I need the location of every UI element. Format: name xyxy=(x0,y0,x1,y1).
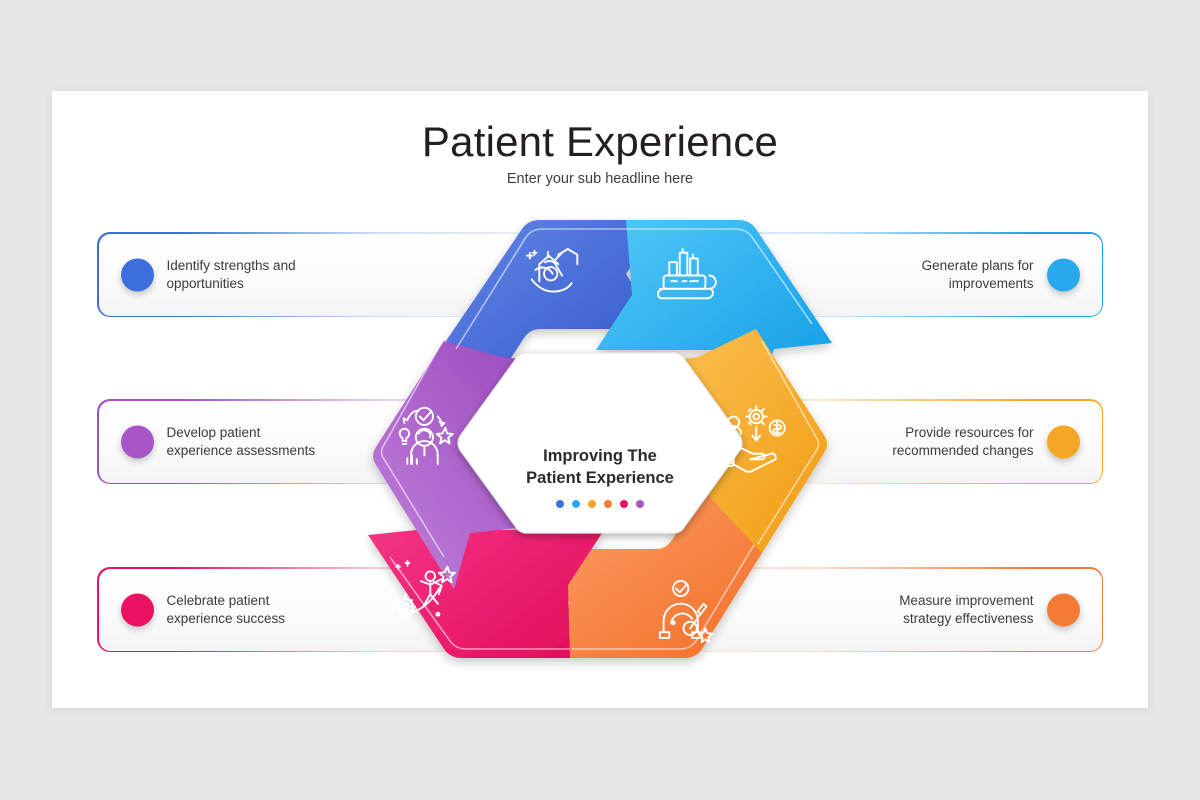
slide-canvas: Patient Experience Enter your sub headli… xyxy=(52,91,1148,708)
success-climb-icon xyxy=(395,560,456,620)
label-generate-plans: Generate plans for improvements xyxy=(921,257,1034,291)
label-provide-resources: Provide resources for recommended change… xyxy=(892,424,1034,458)
status-dot-provide-resources xyxy=(1046,425,1080,458)
center-hexagon xyxy=(457,352,743,534)
status-dot-develop-assessments xyxy=(120,425,154,458)
gauge-meter-icon xyxy=(658,579,714,644)
status-dot-generate-plans xyxy=(1046,258,1080,291)
label-identify-strengths: Identify strengths and opportunities xyxy=(166,257,296,291)
segment-identify-strengths xyxy=(446,220,662,387)
label-celebrate-success: Celebrate patient experience success xyxy=(166,592,286,626)
page-title: Patient Experience xyxy=(421,118,779,165)
page-subtitle: Enter your sub headline here xyxy=(506,171,694,187)
status-dot-identify-strengths xyxy=(120,258,154,291)
label-measure-improvement: Measure improvement strategy effectivene… xyxy=(899,592,1034,626)
assessment-person-icon xyxy=(398,406,454,465)
segment-celebrate-success xyxy=(368,473,604,658)
label-develop-assessments: Develop patient experience assessments xyxy=(166,424,316,458)
hand-resources-icon xyxy=(724,405,786,473)
status-dot-celebrate-success xyxy=(120,593,154,626)
status-dot-measure-improvement xyxy=(1046,593,1080,626)
hexagon-cycle-diagram: Improving The Patient Experience xyxy=(326,209,874,679)
plan-chart-icon xyxy=(656,247,717,300)
strength-arm-icon xyxy=(526,248,579,293)
segment-measure-improvement xyxy=(534,491,762,658)
